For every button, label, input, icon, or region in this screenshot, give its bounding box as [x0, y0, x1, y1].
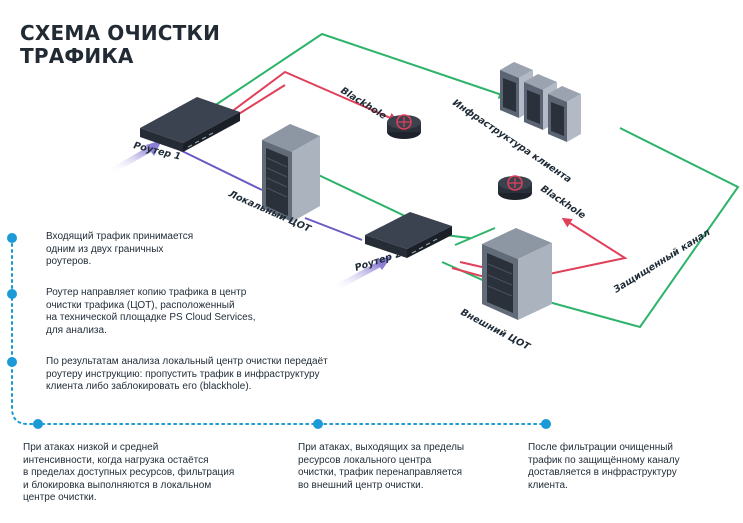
blackhole-right-label: Blackhole	[538, 183, 588, 221]
step-2-text: Роутер направляет копию трафика в центр …	[46, 287, 256, 336]
router-1-icon	[140, 97, 240, 152]
external-dc-icon	[482, 228, 552, 320]
secure-channel-label: Защищенный канал	[612, 227, 713, 296]
local-dc-icon	[262, 124, 320, 222]
steps-timeline	[11, 237, 547, 425]
incoming-arrow-2-shaft	[330, 261, 382, 293]
step-4-text: При атаках низкой и средней интенсивност…	[23, 442, 235, 503]
page-title: СХЕМА ОЧИСТКИ ТРАФИКА	[20, 22, 220, 68]
incoming-arrow-1-shaft	[108, 145, 154, 175]
timeline-dots	[7, 233, 551, 429]
step-1-text: Входящий трафик принимается одним из дву…	[46, 231, 194, 267]
blackhole-right-icon	[498, 175, 532, 200]
router-2-label: Роутер 2	[354, 248, 404, 274]
title-line-2: ТРАФИКА	[20, 44, 134, 68]
step-5-text: При атаках, выходящих за пределы ресурсо…	[298, 442, 465, 491]
blackhole-top-label: Blackhole	[338, 85, 388, 122]
incoming-arrow-2-head	[375, 256, 392, 270]
client-infra-icon	[500, 62, 581, 142]
router-2-icon	[365, 212, 452, 258]
step-6-text: После фильтрации очищенный трафик по защ…	[528, 442, 680, 491]
control-lines	[179, 149, 363, 241]
blackhole-top-icon	[387, 114, 421, 139]
incoming-arrow-1-head	[146, 140, 162, 156]
title-line-1: СХЕМА ОЧИСТКИ	[20, 21, 221, 45]
step-3-text: По результатам анализа локальный центр о…	[46, 356, 328, 392]
